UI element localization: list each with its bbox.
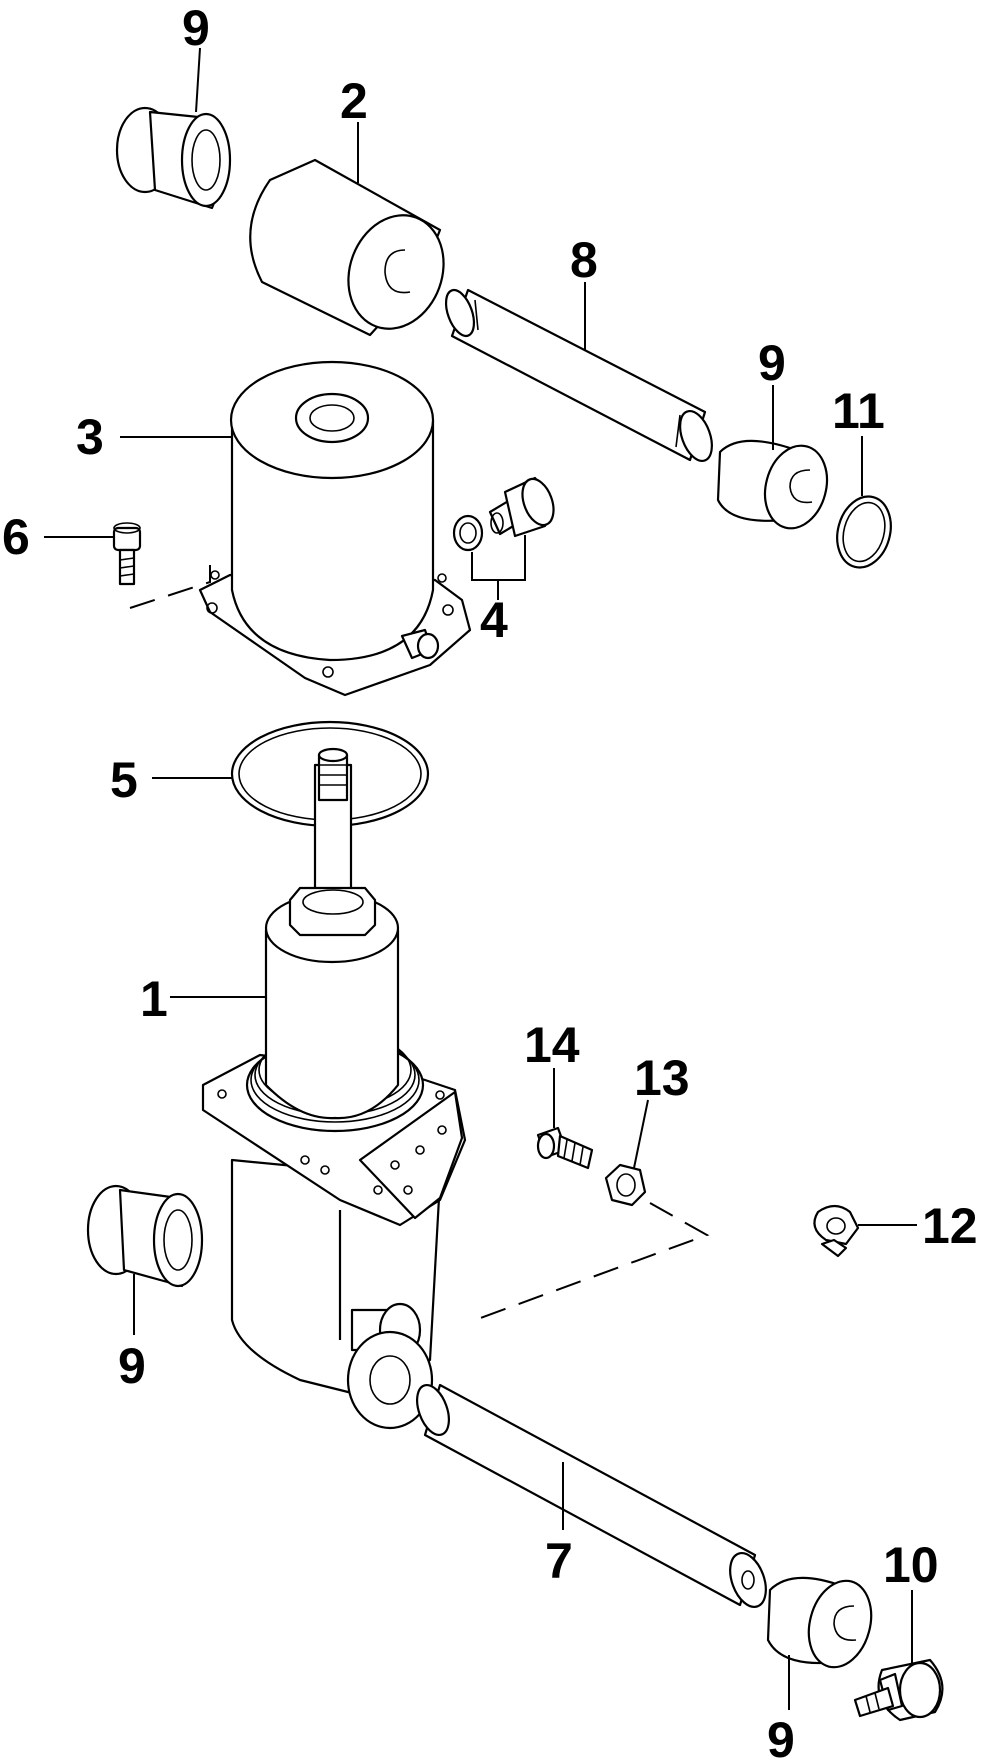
clip-12	[813, 1204, 860, 1258]
label-part-9-top-left: 9	[182, 0, 210, 56]
dashed-line-parts-13-14	[474, 1202, 710, 1321]
leader-part-13	[633, 1099, 649, 1169]
label-part-6: 6	[2, 509, 30, 565]
label-part-12: 12	[922, 1198, 978, 1254]
label-part-9-bottom-left: 9	[118, 1338, 146, 1394]
flange-bolt-10	[853, 1658, 944, 1722]
dashed-line-part-6	[129, 565, 211, 609]
label-part-9-bottom-right: 9	[767, 1712, 795, 1759]
label-part-10: 10	[883, 1537, 939, 1593]
label-part-2: 2	[340, 73, 368, 129]
fitting-assembly	[452, 476, 555, 552]
label-part-5: 5	[110, 752, 138, 808]
bushing-bottom-right	[766, 1576, 873, 1669]
label-part-11: 11	[832, 383, 885, 439]
label-part-8: 8	[570, 232, 598, 288]
nut-13	[604, 1163, 647, 1207]
leader-part-9-top-left	[195, 47, 201, 113]
lower-pin	[416, 1383, 767, 1608]
label-part-4: 4	[480, 592, 508, 648]
bushing-mid-right	[716, 439, 829, 530]
label-part-13: 13	[634, 1050, 690, 1106]
label-part-14: 14	[524, 1017, 580, 1073]
bushing-top-left	[115, 106, 232, 210]
reservoir-housing	[198, 360, 472, 697]
small-bolt	[112, 522, 142, 586]
label-part-3: 3	[76, 409, 104, 465]
snap-ring	[836, 495, 892, 569]
upper-pin	[444, 288, 713, 462]
bolt-14	[536, 1126, 594, 1170]
cylinder-sleeve	[249, 158, 445, 337]
main-cylinder	[201, 747, 467, 1430]
label-part-1: 1	[140, 971, 168, 1027]
bushing-bottom-left	[86, 1184, 204, 1288]
label-part-9-mid-right: 9	[758, 335, 786, 391]
label-part-7: 7	[545, 1533, 573, 1589]
